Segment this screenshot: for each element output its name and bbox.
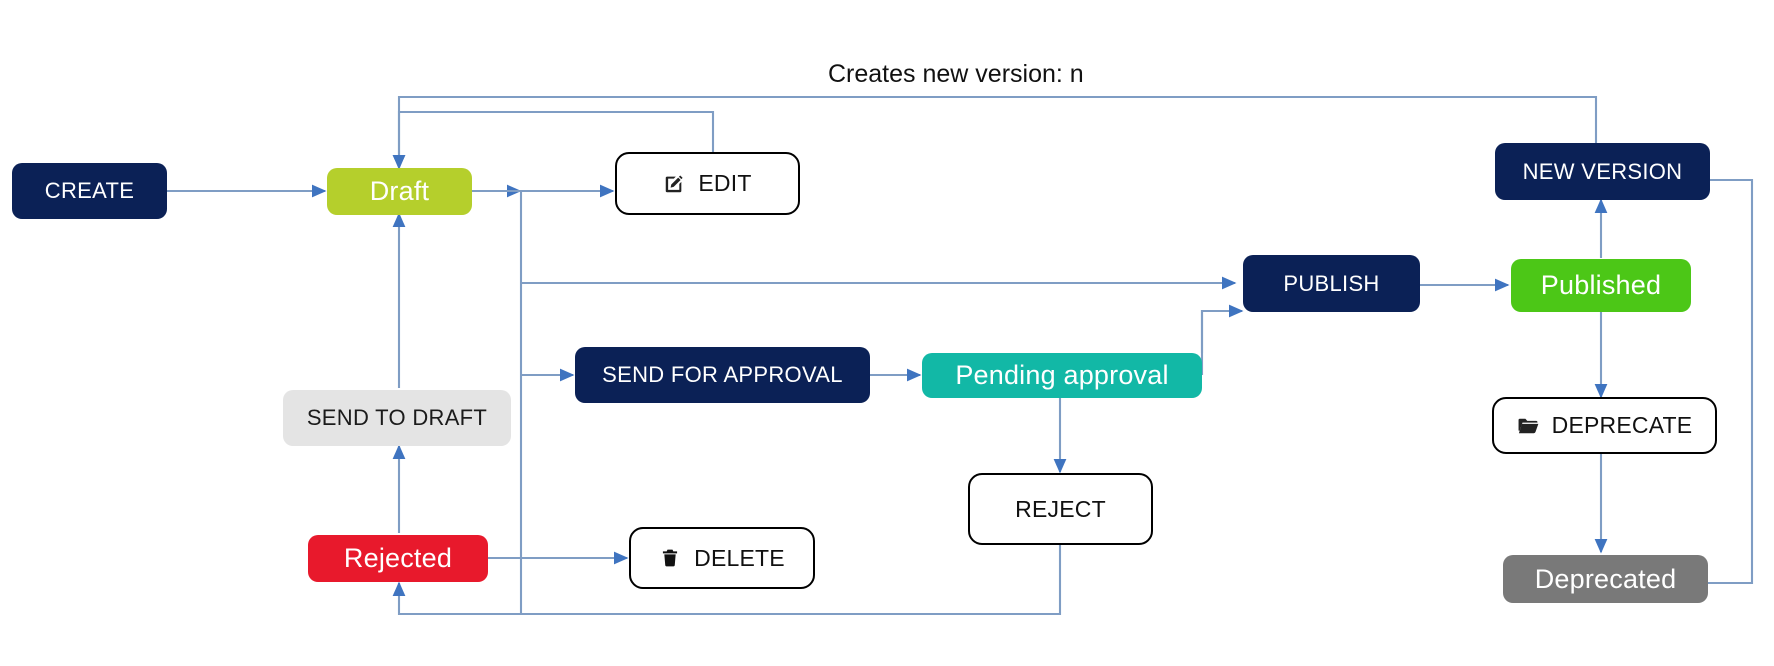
node-rejected[interactable]: Rejected <box>308 535 488 582</box>
node-edit-label: EDIT <box>698 170 752 196</box>
node-send-to-draft-label: SEND TO DRAFT <box>306 405 488 430</box>
node-deprecated[interactable]: Deprecated <box>1503 555 1708 603</box>
node-pending-approval[interactable]: Pending approval <box>922 353 1202 398</box>
node-send-to-draft[interactable]: SEND TO DRAFT <box>283 390 511 446</box>
node-reject[interactable]: REJECT <box>968 473 1153 545</box>
node-create-label: CREATE <box>44 178 135 203</box>
node-reject-label: REJECT <box>1015 495 1106 522</box>
node-new-version-label: NEW VERSION <box>1522 158 1683 184</box>
node-send-for-approval[interactable]: SEND FOR APPROVAL <box>575 347 870 403</box>
node-published-label: Published <box>1540 270 1662 300</box>
node-delete-label: DELETE <box>694 544 785 571</box>
edge-label-creates-new-version: Creates new version: n <box>828 60 1084 88</box>
node-publish-label: PUBLISH <box>1283 270 1380 296</box>
edge-deprecated-newversion <box>1680 173 1754 585</box>
node-rejected-label: Rejected <box>343 543 453 573</box>
node-deprecate-label: DEPRECATE <box>1551 412 1693 438</box>
node-send-for-approval-label: SEND FOR APPROVAL <box>602 362 843 387</box>
node-new-version[interactable]: NEW VERSION <box>1495 143 1710 200</box>
trash-can-icon <box>659 547 681 569</box>
node-edit[interactable]: EDIT <box>615 152 800 215</box>
edit-square-pencil-icon <box>663 173 685 195</box>
node-draft[interactable]: Draft <box>327 168 472 215</box>
node-publish[interactable]: PUBLISH <box>1243 255 1420 312</box>
edge-pending-publish <box>1200 309 1235 353</box>
node-delete[interactable]: DELETE <box>629 527 815 589</box>
node-published[interactable]: Published <box>1511 259 1691 312</box>
node-deprecate[interactable]: DEPRECATE <box>1492 397 1717 454</box>
node-draft-label: Draft <box>369 176 430 206</box>
node-create[interactable]: CREATE <box>12 163 167 219</box>
edge-newversion-draft <box>392 95 1598 170</box>
folder-icon <box>1517 415 1539 437</box>
edge-pending-publish2 <box>1200 304 1244 375</box>
node-pending-approval-label: Pending approval <box>955 360 1169 390</box>
node-deprecated-label: Deprecated <box>1534 563 1677 594</box>
